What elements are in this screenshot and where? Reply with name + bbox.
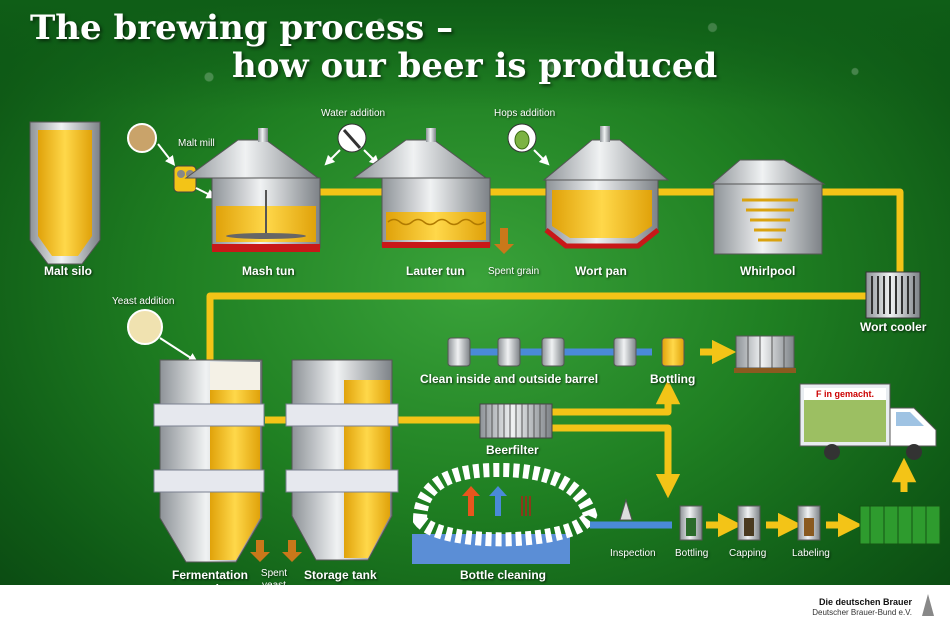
label-whirlpool: Whirlpool [740, 264, 796, 278]
label-spent-yeast-line1: Spent [260, 568, 288, 579]
title-line-1: The brewing process – [30, 8, 454, 48]
truck-sign: F in gemacht. [804, 388, 886, 400]
label-bottling: Bottling [675, 548, 709, 559]
brand-name: Die deutschen Brauer [818, 597, 912, 607]
fermentation-tank [153, 359, 265, 563]
keg-pallet [734, 335, 796, 373]
label-wort-pan: Wort pan [575, 264, 627, 278]
water-addition-icon [324, 123, 380, 166]
label-malt-mill: Malt mill [178, 138, 215, 149]
labeling-station [797, 505, 821, 541]
storage-tank [285, 359, 399, 561]
mash-tun [184, 128, 321, 252]
beerfilter [479, 403, 553, 439]
malt-grain-icon [127, 123, 157, 153]
label-spent-grain: Spent grain [488, 266, 540, 277]
label-water-addition: Water addition [321, 108, 386, 119]
hops-addition-icon [507, 123, 550, 166]
brewer-logo-icon [922, 594, 934, 616]
wort-cooler [865, 271, 921, 319]
capping-station [737, 505, 761, 541]
label-hops-addition: Hops addition [494, 108, 556, 119]
label-inspection: Inspection [610, 548, 656, 559]
bottle-cleaning-machine [412, 462, 598, 564]
yeast-icon [127, 309, 163, 345]
wort-pan [542, 126, 670, 249]
footer-bar [0, 585, 950, 629]
title-line-2: how our beer is produced [232, 46, 718, 86]
malt-silo [29, 121, 101, 265]
label-labeling: Labeling [792, 548, 830, 559]
water-drops-background [0, 0, 950, 110]
footer-brand: Die deutschen Brauer Deutscher Brauer-Bu… [812, 597, 912, 618]
label-bottling-barrel: Bottling [650, 372, 696, 386]
label-wort-cooler: Wort cooler [860, 320, 927, 334]
spent-yeast-arrow [250, 540, 270, 562]
barrel-line [447, 337, 685, 367]
brand-sub: Deutscher Brauer-Bund e.V. [812, 608, 912, 617]
label-storage-tank: Storage tank [304, 568, 377, 582]
label-mash-tun: Mash tun [242, 264, 295, 278]
label-yeast-addition: Yeast addition [112, 296, 175, 307]
lauter-tun [352, 128, 491, 248]
malt-mill [173, 165, 197, 193]
pipelines [206, 188, 917, 538]
spent-yeast-arrow-2 [282, 540, 302, 562]
spent-grain-arrow [494, 228, 514, 254]
label-lauter-tun: Lauter tun [406, 264, 465, 278]
label-malt-silo: Malt silo [44, 264, 93, 278]
label-bottle-cleaning: Bottle cleaning [460, 568, 547, 582]
whirlpool [710, 159, 826, 255]
label-clean-barrel: Clean inside and outside barrel [420, 372, 599, 386]
beer-crates [859, 505, 941, 545]
label-beerfilter: Beerfilter [486, 443, 539, 457]
label-capping: Capping [729, 548, 767, 559]
inspection-station [619, 498, 633, 521]
bottling-station [679, 505, 703, 541]
